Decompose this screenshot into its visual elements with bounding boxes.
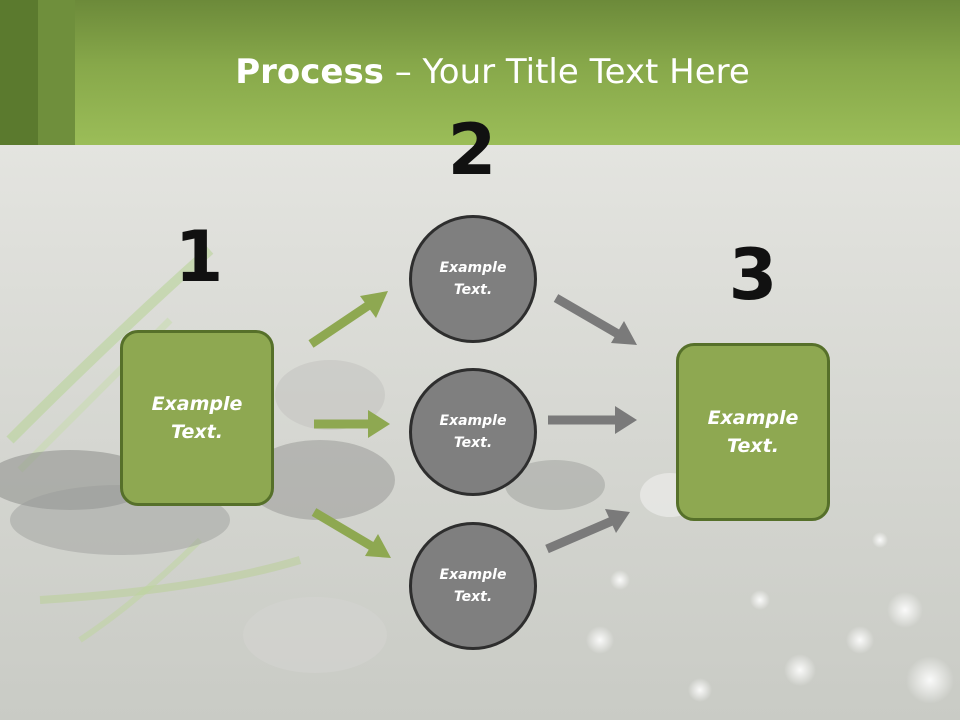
- arrow-left-to-middle: [314, 410, 390, 438]
- header-accent-bar: [0, 0, 38, 145]
- left-step-text: Example Text.: [151, 392, 243, 444]
- circle-middle[interactable]: Example Text.: [409, 368, 537, 496]
- slide-title: Process – Your Title Text Here: [0, 52, 960, 92]
- title-bold: Process: [235, 52, 384, 92]
- step-number-2: 2: [447, 109, 497, 191]
- circle-top-text: Example Text.: [439, 259, 507, 298]
- circle-bottom[interactable]: Example Text.: [409, 522, 537, 650]
- right-step-box[interactable]: Example Text.: [676, 343, 830, 521]
- arrow-left-to-bottom: [311, 508, 391, 558]
- step-number-3: 3: [728, 234, 778, 316]
- title-rest: – Your Title Text Here: [383, 52, 750, 92]
- circle-top[interactable]: Example Text.: [409, 215, 537, 343]
- circle-bottom-text: Example Text.: [439, 566, 507, 605]
- arrow-top-to-right: [553, 294, 637, 345]
- left-step-box[interactable]: Example Text.: [120, 330, 274, 506]
- header-accent-bar-light: [38, 0, 75, 145]
- arrow-middle-to-right: [548, 406, 637, 434]
- circle-middle-text: Example Text.: [439, 412, 507, 451]
- header-band: [0, 0, 960, 145]
- arrow-left-to-top: [308, 291, 388, 348]
- arrow-bottom-to-right: [545, 509, 630, 554]
- right-step-text: Example Text.: [707, 406, 799, 458]
- step-number-1: 1: [174, 216, 224, 298]
